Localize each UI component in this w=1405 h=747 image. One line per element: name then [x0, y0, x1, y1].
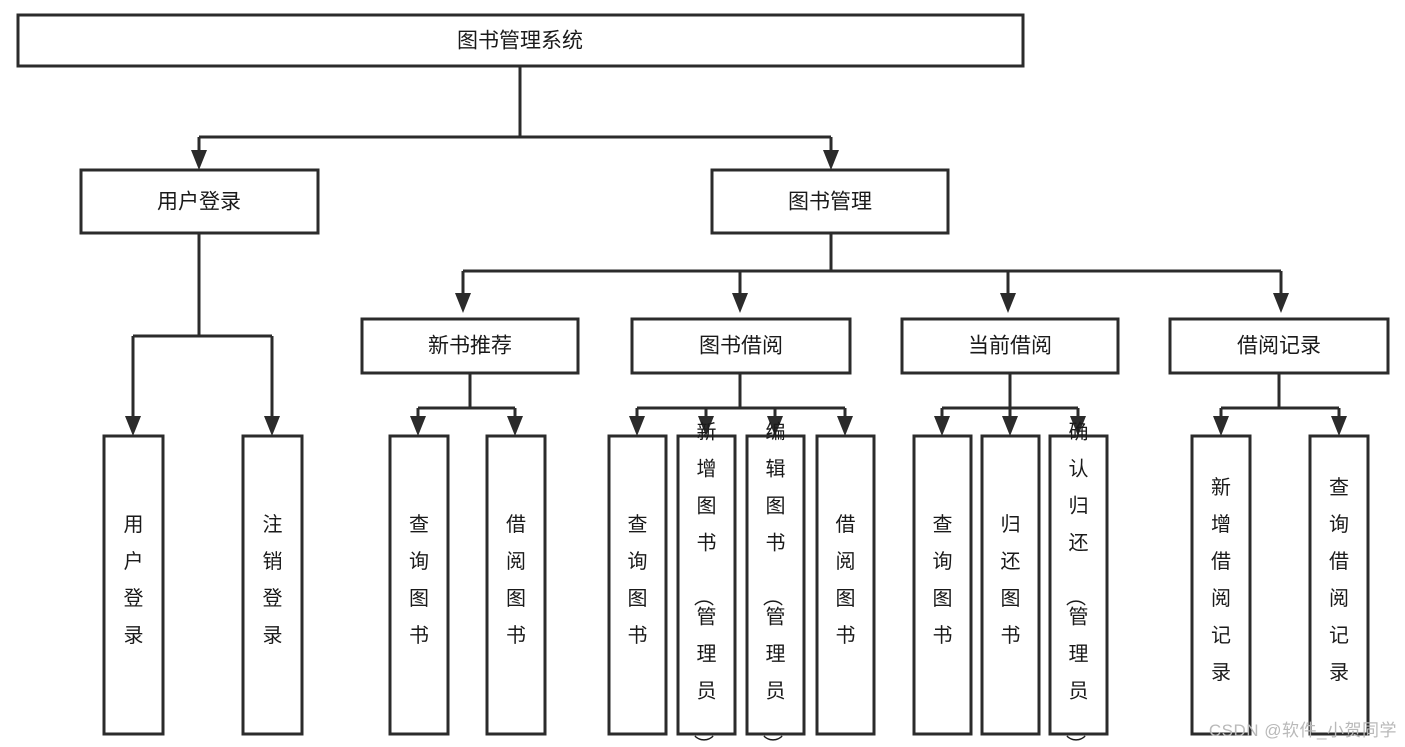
node-leaf-query-book-1[interactable]: 查询图书 — [388, 434, 450, 736]
node-leaf-user-logout-rect — [241, 434, 304, 736]
node-leaf-borrow-book-2[interactable]: 借阅图书 — [815, 434, 876, 736]
arrow-to-leaf-return-book — [1002, 416, 1018, 436]
node-leaf-query-book-2-label: 查询图书 — [628, 513, 648, 647]
arrow-to-borrow-record — [1273, 293, 1289, 313]
node-leaf-return-book[interactable]: 归还图书 — [980, 434, 1041, 736]
arrow-to-leaf-borrow-book-2 — [837, 416, 853, 436]
node-leaf-edit-book[interactable]: 编辑图书（管理员） — [745, 421, 806, 747]
node-user-login-rect — [79, 168, 320, 235]
node-leaf-borrow-book-1-label: 借阅图书 — [506, 513, 526, 647]
node-borrow-record[interactable]: 借阅记录 — [1168, 317, 1390, 375]
arrow-root-to-user-login — [191, 150, 207, 170]
arrow-to-leaf-query-book-2 — [629, 416, 645, 436]
node-leaf-edit-book-label: 编辑图书（管理员） — [761, 421, 786, 747]
node-borrow-record-rect — [1168, 317, 1390, 375]
node-leaf-add-book-label: 新增图书（管理员） — [692, 421, 717, 747]
node-book-borrow[interactable]: 图书借阅 — [630, 317, 852, 375]
node-book-borrow-rect — [630, 317, 852, 375]
node-new-book-recommend-rect — [360, 317, 580, 375]
node-leaf-query-book-3-label: 查询图书 — [933, 513, 953, 647]
arrow-to-book-borrow — [732, 293, 748, 313]
node-leaf-user-login-rect — [102, 434, 165, 736]
node-root-rect — [16, 13, 1025, 68]
node-leaf-return-book-rect — [980, 434, 1041, 736]
node-leaf-borrow-book-2-label: 借阅图书 — [836, 513, 856, 647]
node-leaf-add-book[interactable]: 新增图书（管理员） — [676, 421, 737, 747]
arrow-to-leaf-query-book-3 — [934, 416, 950, 436]
node-leaf-query-book-3[interactable]: 查询图书 — [912, 434, 973, 736]
arrow-to-leaf-query-book-1 — [410, 416, 426, 436]
node-root[interactable]: 图书管理系统 — [16, 13, 1025, 68]
node-user-login-label: 用户登录 — [157, 191, 241, 214]
arrow-root-to-book-manage — [823, 150, 839, 170]
node-leaf-query-record-label: 查询借阅记录 — [1329, 476, 1349, 684]
node-book-borrow-label: 图书借阅 — [699, 335, 783, 358]
node-leaf-user-login[interactable]: 用户登录 — [102, 434, 165, 736]
node-leaf-query-record-rect — [1308, 434, 1370, 736]
node-leaf-user-logout-label: 注销登录 — [263, 513, 283, 647]
arrow-to-current-borrow — [1000, 293, 1016, 313]
arrow-to-new-book-recommend — [455, 293, 471, 313]
node-current-borrow-rect — [900, 317, 1120, 375]
node-leaf-add-record-rect — [1190, 434, 1252, 736]
node-leaf-confirm-return-rect — [1048, 434, 1109, 736]
node-new-book-recommend[interactable]: 新书推荐 — [360, 317, 580, 375]
node-leaf-edit-book-rect — [745, 434, 806, 736]
node-leaf-query-book-2-rect — [607, 434, 668, 736]
node-leaf-user-login-label: 用户登录 — [124, 514, 144, 647]
node-leaf-add-record[interactable]: 新增借阅记录 — [1190, 434, 1252, 736]
node-book-manage[interactable]: 图书管理 — [710, 168, 950, 235]
node-leaf-query-book-1-label: 查询图书 — [409, 513, 429, 647]
node-leaf-add-record-label: 新增借阅记录 — [1211, 476, 1231, 684]
node-current-borrow[interactable]: 当前借阅 — [900, 317, 1120, 375]
arrow-to-leaf-borrow-book-1 — [507, 416, 523, 436]
node-root-label: 图书管理系统 — [457, 30, 583, 53]
node-leaf-return-book-label: 归还图书 — [1001, 513, 1021, 647]
node-leaf-query-record[interactable]: 查询借阅记录 — [1308, 434, 1370, 736]
node-leaf-borrow-book-2-rect — [815, 434, 876, 736]
node-leaf-query-book-2[interactable]: 查询图书 — [607, 434, 668, 736]
arrow-to-leaf-user-logout — [264, 416, 280, 436]
arrow-to-leaf-query-record — [1331, 416, 1347, 436]
node-leaf-borrow-book-1-rect — [485, 434, 547, 736]
node-user-login[interactable]: 用户登录 — [79, 168, 320, 235]
node-leaf-borrow-book-1[interactable]: 借阅图书 — [485, 434, 547, 736]
arrow-to-leaf-add-record — [1213, 416, 1229, 436]
connector-layer — [125, 66, 1347, 436]
node-new-book-recommend-label: 新书推荐 — [428, 335, 512, 358]
node-leaf-user-logout[interactable]: 注销登录 — [241, 434, 304, 736]
node-leaf-confirm-return[interactable]: 确认归还（管理员） — [1048, 421, 1109, 747]
node-book-manage-rect — [710, 168, 950, 235]
node-leaf-query-book-1-rect — [388, 434, 450, 736]
leaf-layer: 用户登录 注销登录 查询图书 借阅图书 查询图书 新增图书（管理员） 编辑图书（管理员） 借阅… — [102, 421, 1370, 747]
node-borrow-record-label: 借阅记录 — [1237, 335, 1321, 358]
node-leaf-add-book-rect — [676, 434, 737, 736]
csdn-watermark: CSDN @软件_小贺同学 — [1208, 721, 1397, 740]
node-leaf-query-book-3-rect — [912, 434, 973, 736]
node-leaf-confirm-return-label: 确认归还（管理员） — [1064, 421, 1089, 747]
arrow-to-leaf-user-login — [125, 416, 141, 436]
node-book-manage-label: 图书管理 — [788, 191, 872, 214]
node-current-borrow-label: 当前借阅 — [968, 335, 1052, 358]
